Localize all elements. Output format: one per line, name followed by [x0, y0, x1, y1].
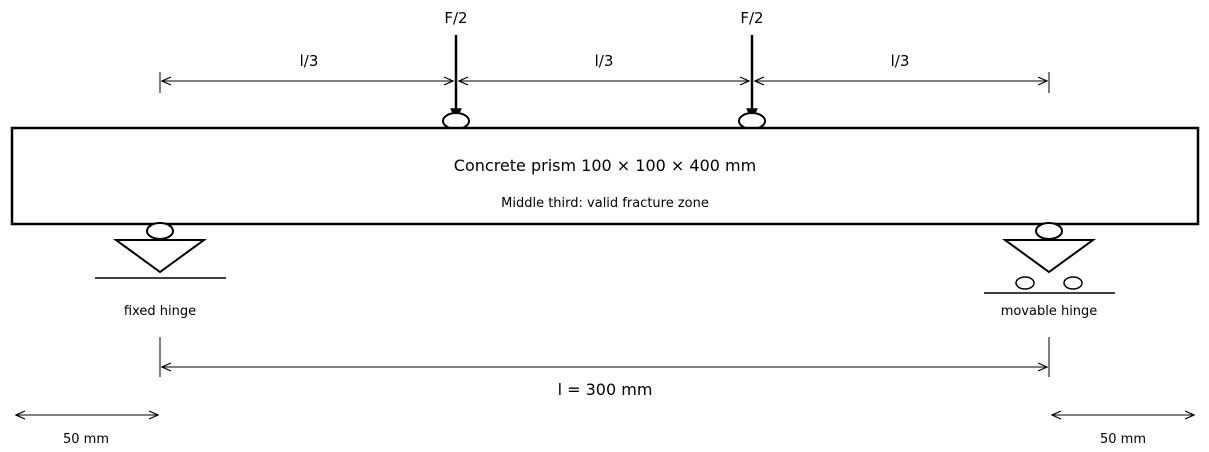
support-roller-right	[1035, 222, 1063, 240]
overhang-label-right: 50 mm	[1100, 432, 1146, 447]
movable-hinge-wheel-left	[1015, 276, 1035, 290]
beam-title: Concrete prism 100 × 100 × 400 mm	[454, 156, 756, 175]
dim-label-third-3: l/3	[891, 52, 910, 70]
dim-label-third-1: l/3	[300, 52, 319, 70]
movable-hinge-wheel-right	[1063, 276, 1083, 290]
support-roller-left	[146, 222, 174, 240]
load-label-left: F/2	[444, 9, 467, 27]
load-roller-left	[442, 112, 470, 130]
overhang-label-left: 50 mm	[63, 432, 109, 447]
fixed-hinge-triangle	[112, 239, 208, 274]
span-label: l = 300 mm	[558, 380, 653, 399]
beam-subtitle: Middle third: valid fracture zone	[501, 196, 709, 211]
dim-label-third-2: l/3	[595, 52, 614, 70]
load-label-right: F/2	[740, 9, 763, 27]
concrete-prism-beam	[10, 126, 1200, 226]
fixed-hinge-label: fixed hinge	[124, 304, 196, 319]
movable-hinge-label: movable hinge	[1001, 304, 1098, 319]
load-roller-right	[738, 112, 766, 130]
movable-hinge-triangle	[1001, 239, 1097, 274]
